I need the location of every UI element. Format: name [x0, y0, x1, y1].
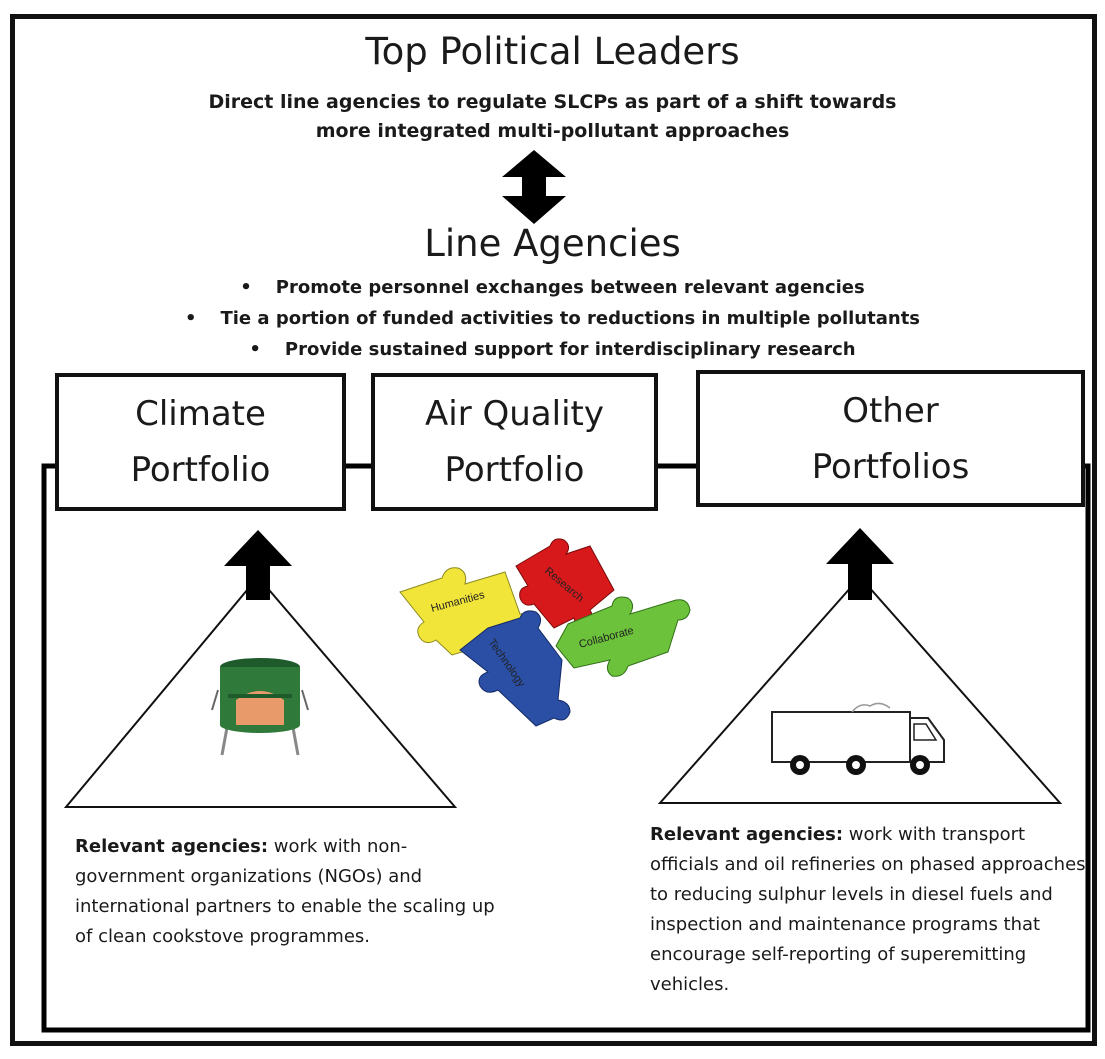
left-up-arrow-icon	[224, 530, 292, 600]
puzzle-piece-research: Research	[515, 538, 615, 629]
puzzle-piece-technology: Technology	[459, 610, 571, 727]
bullet-item: •Tie a portion of funded activities to r…	[184, 308, 921, 329]
top-political-leaders-title: Top Political Leaders	[365, 30, 740, 73]
description-label: Relevant agencies:	[650, 824, 844, 845]
right-up-arrow-icon	[826, 528, 894, 600]
truck-icon	[771, 702, 945, 775]
double-arrow-icon	[502, 150, 566, 224]
description-text: work with transport officials and oil re…	[650, 824, 1086, 995]
cookstove-icon	[211, 658, 309, 756]
portfolio-connector-line	[41, 463, 1091, 1033]
right-triangle	[657, 575, 1063, 804]
description-text: work with non-government organizations (…	[75, 836, 495, 947]
top-political-leaders-description: Direct line agencies to regulate SLCPs a…	[0, 88, 1105, 146]
other-agencies-description: Relevant agencies: work with transport o…	[650, 820, 1090, 1000]
climate-agencies-description: Relevant agencies: work with non-governm…	[75, 832, 505, 952]
bullet-item: •Provide sustained support for interdisc…	[249, 339, 856, 360]
top-description-line-2: more integrated multi-pollutant approach…	[315, 120, 790, 142]
top-description-line-1: Direct line agencies to regulate SLCPs a…	[208, 91, 897, 113]
line-agencies-title: Line Agencies	[424, 222, 681, 265]
puzzle-illustration: Humanities Research Technology Collabora…	[399, 538, 691, 727]
bullet-item: •Promote personnel exchanges between rel…	[240, 277, 865, 298]
line-agencies-bullets: •Promote personnel exchanges between rel…	[0, 272, 1105, 365]
diagram-frame	[10, 14, 1097, 1046]
description-label: Relevant agencies:	[75, 836, 269, 857]
puzzle-piece-collaborate: Collaborate	[555, 596, 691, 677]
